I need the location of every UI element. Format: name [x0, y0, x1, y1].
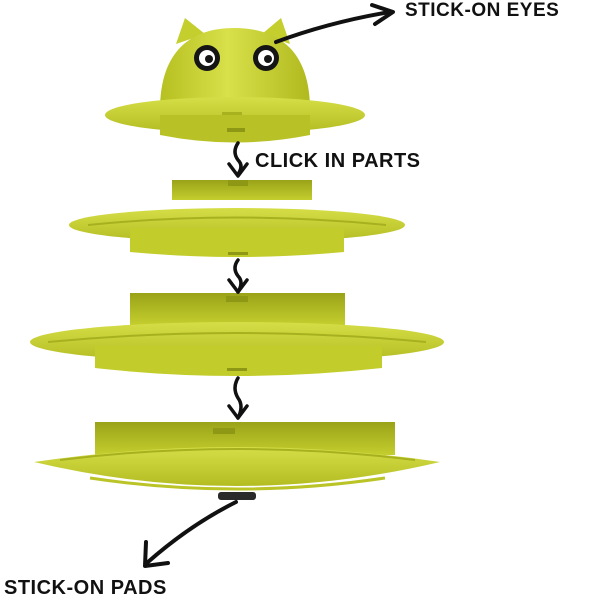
track-tier-1	[69, 180, 405, 257]
tier-3-track	[34, 447, 440, 486]
arrow-click-2	[227, 258, 249, 294]
tier-2-wall	[130, 293, 345, 325]
stick-on-pad	[218, 492, 256, 500]
track-tier-3-base	[34, 422, 440, 500]
tier-3-wall	[95, 422, 395, 455]
arrow-click-3	[227, 376, 249, 420]
tier-3-clip	[213, 428, 235, 434]
left-ear	[176, 18, 205, 44]
tier-2-clip	[226, 296, 248, 302]
arrow-click-1	[227, 141, 249, 178]
head-clip	[227, 128, 245, 132]
top-cap-head	[105, 18, 365, 143]
tier-1-clip	[228, 180, 248, 186]
tier-1-base	[130, 228, 344, 257]
track-tier-2	[30, 293, 444, 376]
click-in-parts-label: CLICK IN PARTS	[255, 150, 421, 172]
arrow-pads	[143, 500, 238, 568]
stick-on-eyes-label: STICK-ON EYES	[405, 0, 560, 21]
stick-on-eyes	[194, 45, 279, 71]
tier-1-wall	[172, 180, 312, 200]
tier-2-base	[95, 346, 382, 376]
arrow-eyes	[274, 3, 395, 44]
stick-on-pads-label: STICK-ON PADS	[4, 577, 167, 599]
